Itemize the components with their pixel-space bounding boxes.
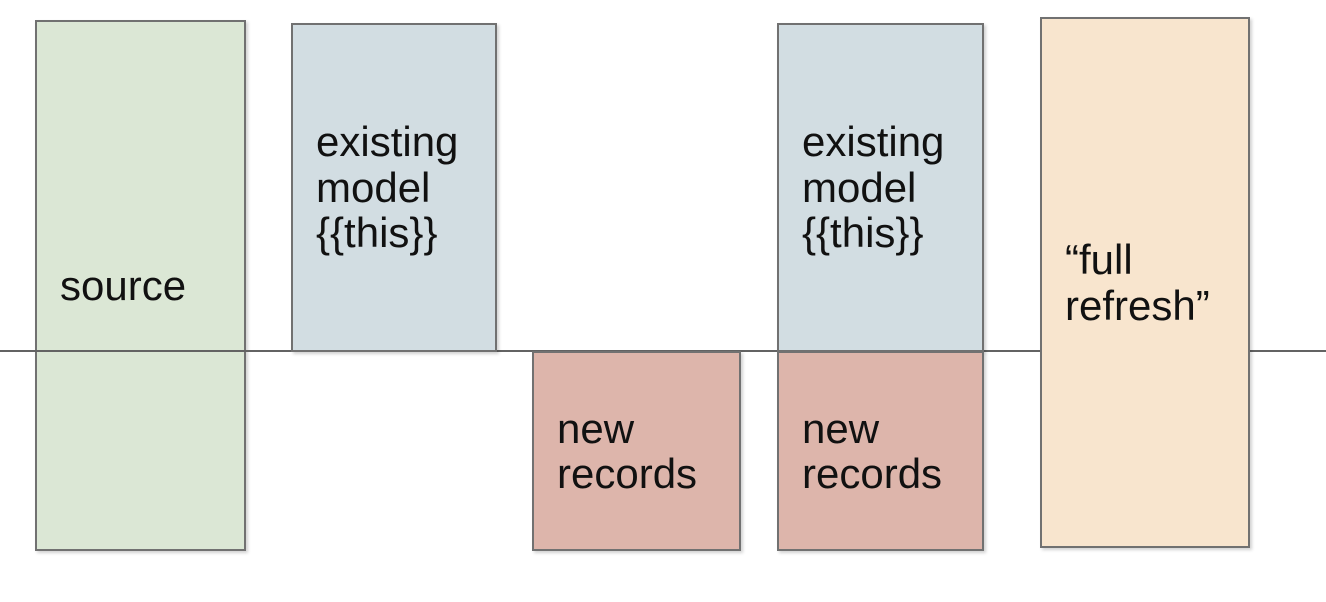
existing-model-box-1-label: existing model {{this}} — [316, 118, 459, 257]
full-refresh-box: “full refresh” — [1040, 17, 1250, 548]
new-records-box-1: new records — [532, 351, 741, 551]
new-records-box-2: new records — [777, 351, 984, 551]
full-refresh-box-label: “full refresh” — [1065, 236, 1210, 329]
existing-model-box-2-label: existing model {{this}} — [802, 118, 945, 257]
source-box: source — [35, 20, 246, 551]
new-records-box-2-label: new records — [802, 404, 943, 497]
source-box-label: source — [60, 261, 187, 309]
new-records-box-1-label: new records — [557, 404, 698, 497]
existing-model-box-1: existing model {{this}} — [291, 23, 497, 352]
existing-model-box-2: existing model {{this}} — [777, 23, 984, 352]
